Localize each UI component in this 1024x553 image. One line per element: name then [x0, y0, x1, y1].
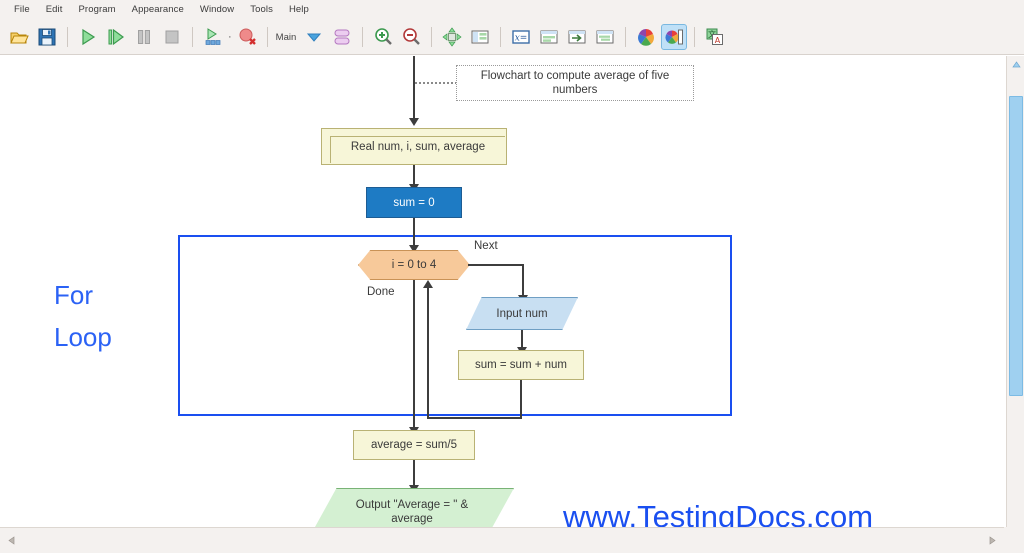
save-icon[interactable] — [34, 24, 60, 50]
connector-loopback-down — [520, 380, 522, 419]
toolbar-separator — [192, 27, 193, 47]
stop-icon[interactable] — [159, 24, 185, 50]
chevron-down-icon[interactable] — [301, 24, 327, 50]
scope-label: Main — [275, 31, 297, 43]
output-icon[interactable] — [564, 24, 590, 50]
for-loop-group-label-line1: For — [54, 280, 93, 310]
for-loop-text: i = 0 to 4 — [391, 259, 437, 271]
toolbar-dot-separator: · — [228, 31, 232, 43]
connector-loop-done — [413, 280, 415, 428]
connector-declaration-to-init — [413, 165, 415, 185]
fit-icon[interactable] — [439, 24, 465, 50]
svg-text:x=: x= — [515, 34, 528, 44]
output-box[interactable]: Output "Average = " & average — [310, 488, 514, 527]
init-assignment-text: sum = 0 — [393, 196, 435, 209]
toolbar-separator — [362, 27, 364, 47]
connector-input-to-accumulate — [521, 330, 523, 348]
color-wheel-icon[interactable] — [633, 24, 659, 50]
declaration-text: Real num, i, sum, average — [350, 140, 486, 153]
pause-icon[interactable] — [131, 24, 157, 50]
comment-box[interactable]: Flowchart to compute average of five num… — [456, 65, 694, 101]
average-text: average = sum/5 — [371, 439, 457, 451]
split-view-icon[interactable] — [467, 24, 493, 50]
variables-icon[interactable]: x= — [508, 24, 534, 50]
connector-loop-next-h — [468, 264, 524, 266]
scroll-up-arrow[interactable] — [1007, 56, 1024, 72]
horizontal-scrollbar[interactable] — [0, 527, 1024, 553]
run-icon[interactable] — [75, 24, 101, 50]
arrow-loopback-to-hexagon — [423, 280, 433, 288]
for-loop-group-label-line2: Loop — [54, 322, 112, 352]
connector-average-to-output — [413, 460, 415, 486]
toolbar-separator — [694, 27, 696, 47]
accumulate-text: sum = sum + num — [474, 359, 568, 371]
output-text: Output "Average = " & average — [355, 499, 469, 525]
toolbar-separator — [625, 27, 627, 47]
toolbar-separator — [67, 27, 68, 47]
translate-icon[interactable]: 文 A — [702, 24, 728, 50]
comment-text: Flowchart to compute average of five num… — [480, 70, 670, 96]
layout-icon[interactable] — [592, 24, 618, 50]
arrow-to-loop — [409, 245, 419, 253]
connector-loopback-up — [427, 288, 429, 418]
menu-item-file[interactable]: File — [14, 4, 30, 15]
theme-icon[interactable] — [661, 24, 688, 50]
input-box[interactable]: Input num — [466, 297, 578, 330]
scroll-right-arrow[interactable] — [984, 532, 1000, 548]
console-icon[interactable] — [536, 24, 562, 50]
connector-loopback-left — [427, 417, 522, 419]
menu-item-edit[interactable]: Edit — [45, 4, 63, 15]
menu-item-appearance[interactable]: Appearance — [131, 4, 184, 15]
loop-done-label: Done — [367, 286, 395, 298]
for-loop-frame — [178, 235, 732, 416]
menu-item-help[interactable]: Help — [288, 4, 309, 15]
comment-connector — [415, 82, 457, 84]
watermark-text: www.TestingDocs.com — [563, 499, 874, 527]
menu-bar: File Edit Program Appearance Window Tool… — [0, 0, 1024, 20]
open-icon[interactable] — [6, 24, 32, 50]
step-icon[interactable] — [103, 24, 129, 50]
menu-item-program[interactable]: Program — [78, 4, 116, 15]
toolbar-separator — [266, 27, 268, 47]
vertical-scroll-thumb[interactable] — [1009, 96, 1023, 396]
accumulate-box[interactable]: sum = sum + num — [458, 350, 584, 380]
scroll-left-arrow[interactable] — [3, 532, 19, 548]
zoom-out-icon[interactable] — [398, 24, 424, 50]
scrollbar-corner — [1004, 527, 1024, 553]
connector-init-to-loop — [413, 218, 415, 246]
toolbar: · Main — [0, 20, 1024, 55]
init-assignment-box[interactable]: sum = 0 — [366, 187, 462, 218]
toolbar-separator — [500, 27, 502, 47]
menu-item-tools[interactable]: Tools — [250, 4, 273, 15]
arrow-to-declaration — [409, 118, 419, 126]
svg-text:A: A — [715, 36, 721, 45]
zoom-in-icon[interactable] — [370, 24, 396, 50]
vertical-scrollbar[interactable] — [1006, 56, 1024, 527]
for-loop-hexagon[interactable]: i = 0 to 4 — [358, 250, 470, 280]
connector-loop-next-v — [522, 264, 524, 296]
declaration-box[interactable]: Real num, i, sum, average — [321, 128, 507, 165]
flowchart-canvas[interactable]: Flowchart to compute average of five num… — [0, 56, 1006, 527]
average-box[interactable]: average = sum/5 — [353, 430, 475, 460]
breakpoint-icon[interactable] — [234, 24, 260, 50]
run-options-icon[interactable] — [200, 24, 226, 50]
shape-size-icon[interactable] — [329, 24, 355, 50]
input-text: Input num — [496, 307, 548, 320]
menu-item-window[interactable]: Window — [199, 4, 235, 15]
toolbar-separator — [431, 27, 433, 47]
loop-next-label: Next — [474, 240, 498, 252]
connector-top — [413, 56, 415, 118]
